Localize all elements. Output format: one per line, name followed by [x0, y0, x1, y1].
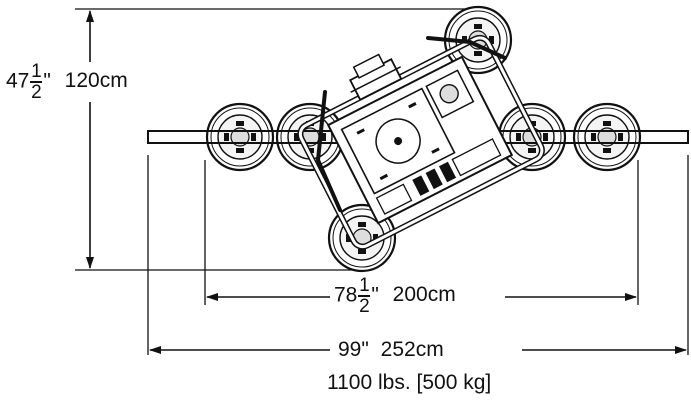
total-width-imperial: 99": [338, 338, 369, 361]
total-width-metric: 252cm: [380, 338, 444, 361]
pad-width-unit: ": [371, 283, 379, 307]
height-frac-den: 2: [31, 81, 42, 103]
height-unit: ": [43, 69, 51, 93]
pad-width-whole: 78: [334, 283, 358, 307]
dimension-arrows: [86, 10, 687, 354]
height-frac-num: 1: [31, 61, 42, 82]
height-metric: 120cm: [64, 69, 128, 93]
lifter-frame: [297, 34, 545, 250]
pad-width-frac-num: 1: [359, 275, 370, 296]
pad-width-metric: 200cm: [392, 283, 456, 307]
pad-width-frac-den: 2: [359, 295, 370, 317]
total-width-dimension-label: 99" 252cm: [338, 338, 444, 362]
lifter-handles: [315, 36, 507, 212]
height-whole: 47: [6, 69, 30, 93]
extension-lines: [75, 8, 689, 355]
capacity-label: 1100 lbs. [500 kg]: [327, 371, 492, 395]
vacuum-pad-far-left: [205, 102, 275, 172]
vacuum-pad-far-right: [572, 102, 642, 172]
